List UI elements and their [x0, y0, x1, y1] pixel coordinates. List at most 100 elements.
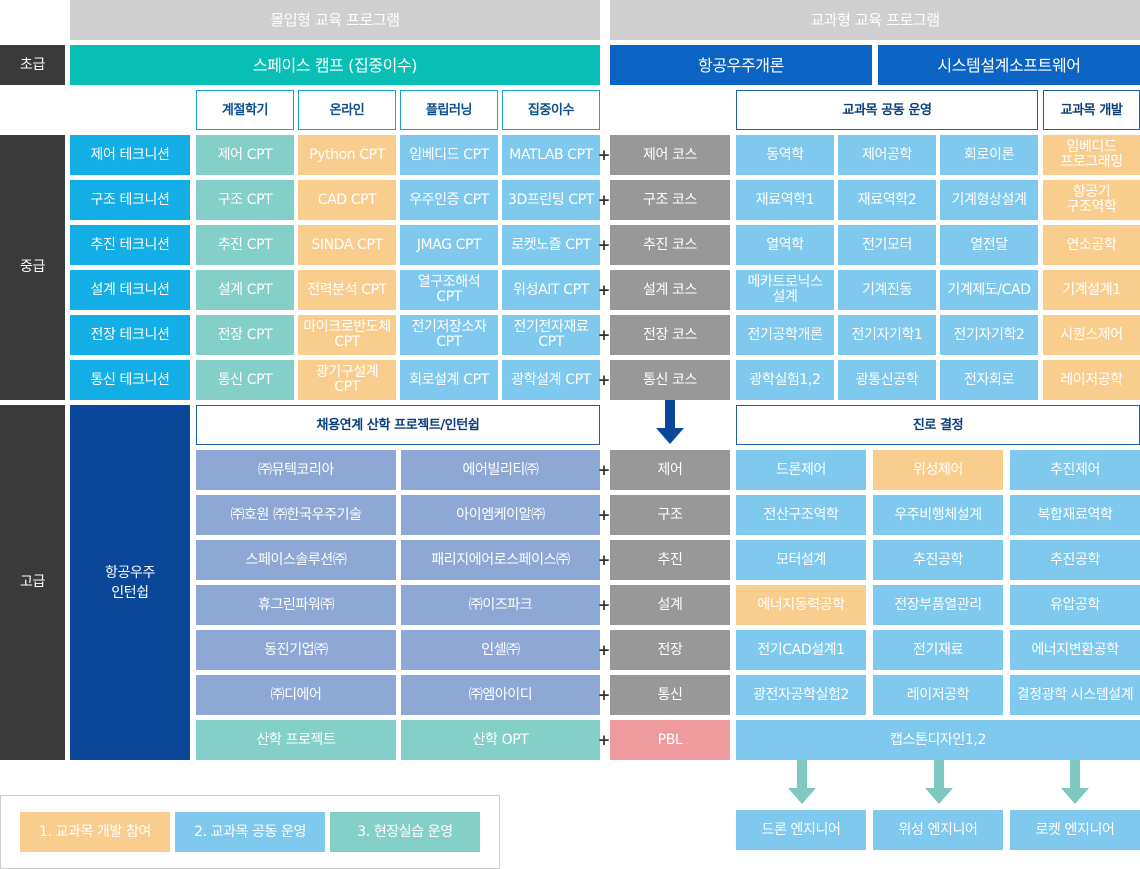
cpt-cell: SINDA CPT	[298, 225, 396, 265]
joint-course-cell: 전기공학개론	[736, 315, 834, 355]
drone-engineer: 드론 엔지니어	[736, 810, 866, 850]
career-course-cell: 레이저공학	[873, 675, 1003, 715]
cpt-cell: 전력분석 CPT	[298, 270, 396, 310]
joint-course-cell: 열전달	[940, 225, 1038, 265]
career-course-cell: 전산구조역학	[736, 495, 866, 535]
cpt-cell: 광기구설계 CPT	[298, 360, 396, 400]
career-course-cell: 전장부품열관리	[873, 585, 1003, 625]
cpt-cell: 제어 CPT	[196, 135, 294, 175]
cpt-cell: CAD CPT	[298, 180, 396, 220]
joint-course-cell: 제어공학	[838, 135, 936, 175]
rocket-engineer: 로켓 엔지니어	[1010, 810, 1140, 850]
industry-project: 산학 프로젝트	[196, 720, 396, 760]
course-label: 추진 코스	[610, 225, 730, 265]
career-course-cell: 에너지변환공학	[1010, 630, 1140, 670]
career-course-cell: 전기재료	[873, 630, 1003, 670]
technician-label: 구조 테크니션	[70, 180, 190, 220]
track-label: 설계	[610, 585, 730, 625]
immersive-program-header: 몰입형 교육 프로그램	[70, 0, 600, 40]
joint-course-cell: 열역학	[736, 225, 834, 265]
cpt-cell: 열구조해석 CPT	[400, 270, 498, 310]
cpt-cell: 통신 CPT	[196, 360, 294, 400]
company-cell: 스페이스솔루션㈜	[196, 540, 396, 580]
curriculum-program-header: 교과형 교육 프로그램	[610, 0, 1140, 40]
joint-course-cell: 동역학	[736, 135, 834, 175]
joint-course-cell: 기계형상설계	[940, 180, 1038, 220]
plus-sign: +	[597, 731, 611, 749]
plus-sign: +	[597, 506, 611, 524]
cpt-column-header: 온라인	[298, 90, 396, 130]
career-course-cell: 드론제어	[736, 450, 866, 490]
track-label: 구조	[610, 495, 730, 535]
course-label: 구조 코스	[610, 180, 730, 220]
cpt-column-header: 집중이수	[502, 90, 600, 130]
technician-label: 설계 테크니션	[70, 270, 190, 310]
level-beginner: 초급	[0, 45, 65, 85]
down-arrow-icon	[656, 400, 684, 444]
industry-project-header: 채용연계 산학 프로젝트/인턴쉽	[196, 405, 600, 445]
developed-course-cell: 연소공학	[1043, 225, 1140, 265]
industry-opt: 산학 OPT	[401, 720, 600, 760]
cpt-cell: 구조 CPT	[196, 180, 294, 220]
developed-course-cell: 시퀀스제어	[1043, 315, 1140, 355]
joint-course-cell: 전기모터	[838, 225, 936, 265]
track-label: 전장	[610, 630, 730, 670]
company-cell: ㈜엠아이디	[401, 675, 600, 715]
plus-sign: +	[597, 236, 611, 254]
plus-sign: +	[597, 686, 611, 704]
company-cell: 에어빌리티㈜	[401, 450, 600, 490]
career-course-cell: 결정광학 시스템설계	[1010, 675, 1140, 715]
aerospace-internship: 항공우주 인턴쉽	[70, 405, 190, 760]
track-label: 제어	[610, 450, 730, 490]
joint-course-cell: 기계진동	[838, 270, 936, 310]
career-course-cell: 에너지동력공학	[736, 585, 866, 625]
company-cell: ㈜뮤텍코리아	[196, 450, 396, 490]
aerospace-intro: 항공우주개론	[610, 45, 872, 85]
cpt-cell: 우주인증 CPT	[400, 180, 498, 220]
career-course-cell: 유압공학	[1010, 585, 1140, 625]
capstone-design: 캡스톤디자인1,2	[736, 720, 1140, 760]
career-course-cell: 추진공학	[1010, 540, 1140, 580]
down-arrow-icon	[788, 760, 816, 804]
track-label: 추진	[610, 540, 730, 580]
developed-course-cell: 임베디드 프로그래밍	[1043, 135, 1140, 175]
company-cell: ㈜이즈파크	[401, 585, 600, 625]
joint-operation-header: 교과목 공동 운영	[736, 90, 1038, 130]
company-cell: ㈜호원 ㈜한국우주기술	[196, 495, 396, 535]
company-cell: 휴그린파워㈜	[196, 585, 396, 625]
joint-course-cell: 전기자기학2	[940, 315, 1038, 355]
cpt-cell: 임베디드 CPT	[400, 135, 498, 175]
career-course-cell: 복합재료역학	[1010, 495, 1140, 535]
cpt-column-header: 계절학기	[196, 90, 294, 130]
company-cell: 아이엠케이알㈜	[401, 495, 600, 535]
plus-sign: +	[597, 461, 611, 479]
career-course-cell: 추진제어	[1010, 450, 1140, 490]
plus-sign: +	[597, 191, 611, 209]
cpt-cell: 설계 CPT	[196, 270, 294, 310]
legend-joint-operation: 2. 교과목 공동 운영	[175, 812, 325, 852]
course-label: 전장 코스	[610, 315, 730, 355]
space-camp: 스페이스 캠프 (집중이수)	[70, 45, 600, 85]
career-course-cell: 위성제어	[873, 450, 1003, 490]
cpt-cell: Python CPT	[298, 135, 396, 175]
company-cell: 인셀㈜	[401, 630, 600, 670]
cpt-cell: JMAG CPT	[400, 225, 498, 265]
career-decision-header: 진로 결정	[736, 405, 1140, 445]
course-label: 설계 코스	[610, 270, 730, 310]
course-label: 통신 코스	[610, 360, 730, 400]
cpt-cell: 마이크로반도체 CPT	[298, 315, 396, 355]
career-course-cell: 추진공학	[873, 540, 1003, 580]
down-arrow-icon	[925, 760, 953, 804]
technician-label: 통신 테크니션	[70, 360, 190, 400]
company-cell: ㈜디에어	[196, 675, 396, 715]
joint-course-cell: 재료역학2	[838, 180, 936, 220]
plus-sign: +	[597, 326, 611, 344]
down-arrow-icon	[1061, 760, 1089, 804]
joint-course-cell: 광통신공학	[838, 360, 936, 400]
company-cell: 패리지에어로스페이스㈜	[401, 540, 600, 580]
joint-course-cell: 재료역학1	[736, 180, 834, 220]
technician-label: 제어 테크니션	[70, 135, 190, 175]
cpt-cell: 위성AIT CPT	[502, 270, 600, 310]
career-course-cell: 우주비행체설계	[873, 495, 1003, 535]
legend-course-development: 1. 교과목 개발 참여	[20, 812, 170, 852]
